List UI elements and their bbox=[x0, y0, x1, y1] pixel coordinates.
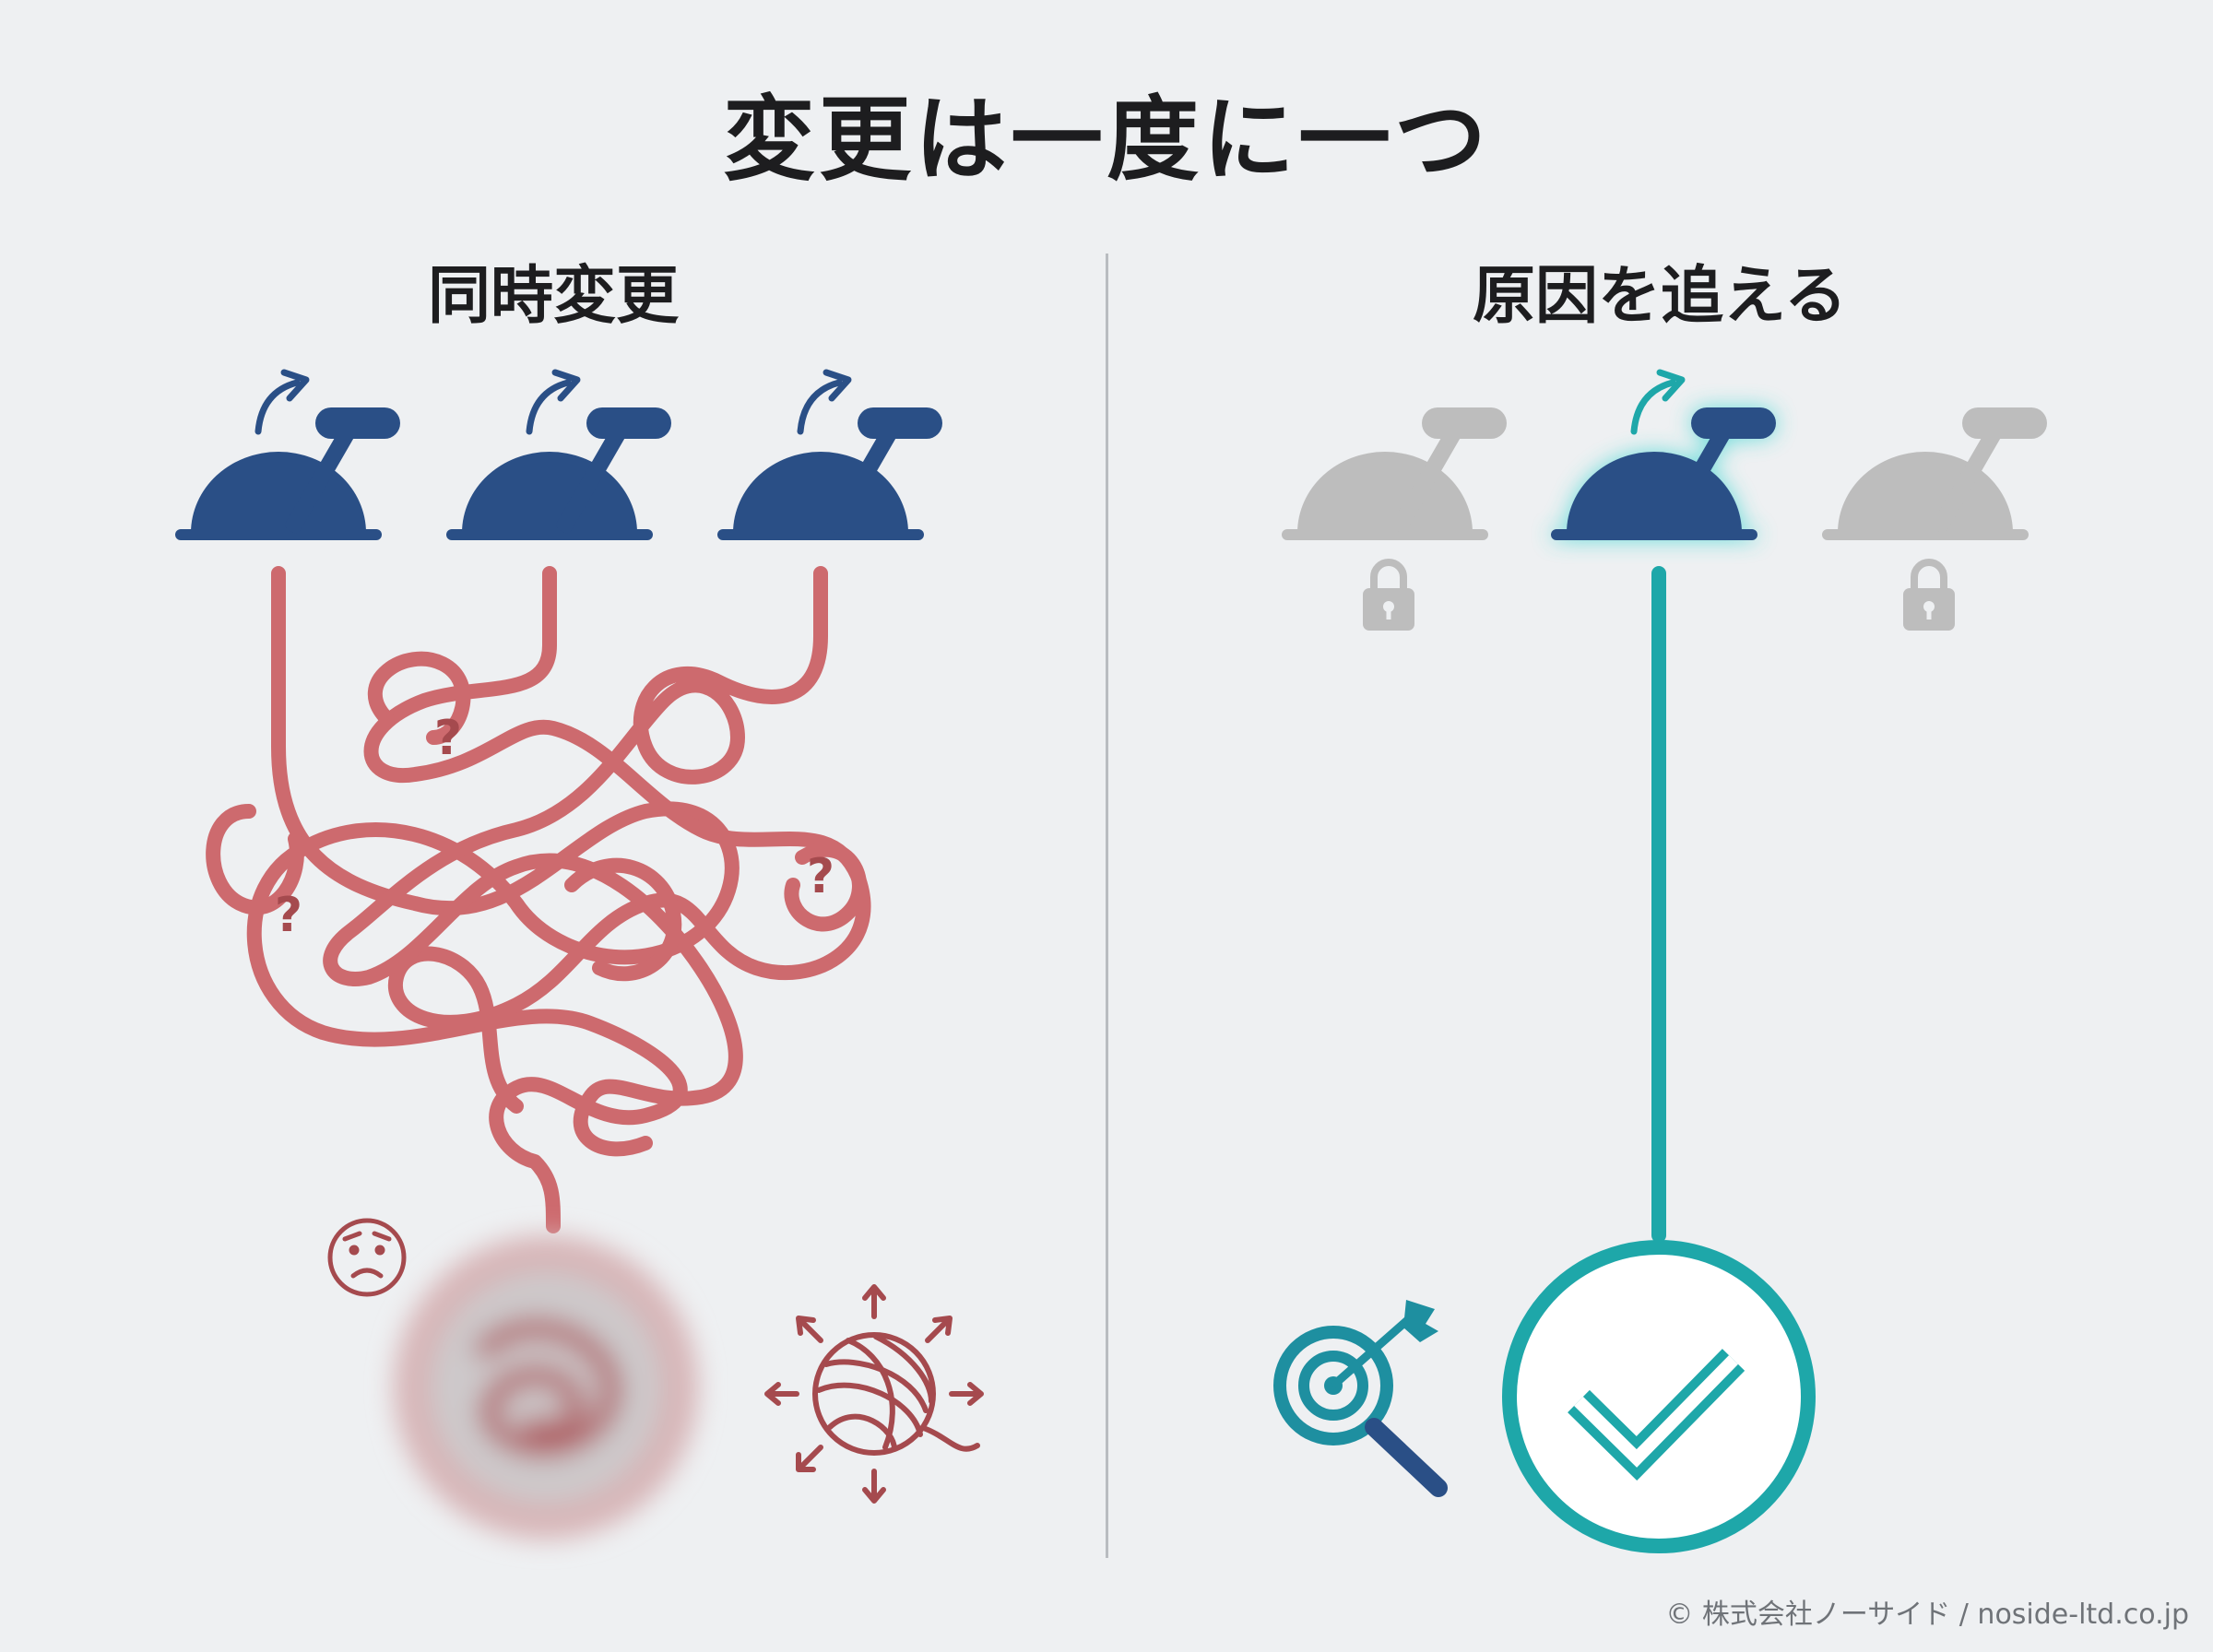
target-search-icon bbox=[1273, 1300, 1448, 1497]
lever-arrow-icons bbox=[254, 369, 852, 435]
lever-arrow-icon bbox=[1630, 369, 1686, 435]
blurred-result-circle bbox=[394, 1235, 698, 1540]
right-levers bbox=[1282, 407, 2047, 540]
lever-icon-active bbox=[1551, 407, 1776, 540]
lock-icon bbox=[1363, 562, 1414, 631]
check-icon bbox=[1502, 1240, 1816, 1553]
left-levers bbox=[175, 407, 942, 540]
page-title: 変更は一度に一つ bbox=[723, 86, 1490, 194]
question-mark: ? bbox=[275, 888, 302, 943]
sad-face-icon bbox=[327, 1218, 407, 1297]
lever-icon bbox=[446, 407, 671, 540]
lever-icon-locked bbox=[1822, 407, 2047, 540]
lever-icon bbox=[175, 407, 400, 540]
tangled-wires bbox=[206, 566, 871, 1233]
lever-icon bbox=[717, 407, 942, 540]
right-panel-heading: 原因を追える bbox=[1473, 260, 1847, 333]
question-mark: ? bbox=[807, 849, 834, 904]
question-mark: ? bbox=[434, 711, 462, 766]
lever-icon-locked bbox=[1282, 407, 1507, 540]
copyright-footer: © 株式会社ノーサイド / noside-ltd.co.jp bbox=[1665, 1599, 2189, 1631]
yarn-ball-icon bbox=[764, 1284, 984, 1504]
left-panel-heading: 同時変更 bbox=[427, 260, 679, 333]
lock-icon bbox=[1903, 562, 1955, 631]
panel-divider bbox=[1106, 254, 1108, 1558]
